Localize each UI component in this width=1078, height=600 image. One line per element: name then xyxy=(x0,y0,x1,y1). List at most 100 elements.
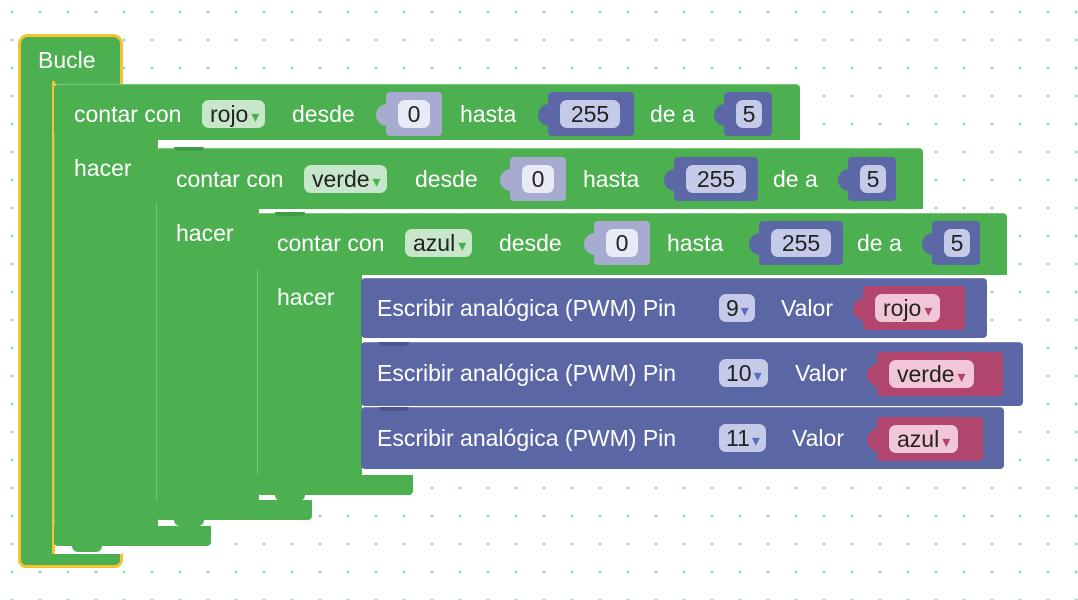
number-block-to-azul[interactable]: 255 xyxy=(759,221,843,265)
bucle-block[interactable]: Bucle xyxy=(18,34,123,568)
number-field-from-verde[interactable]: 0 xyxy=(522,165,554,193)
number-field-from-azul[interactable]: 0 xyxy=(606,229,638,257)
for-loop-azul-footer xyxy=(257,475,413,495)
for-loop-verde-arm xyxy=(156,203,259,513)
for-loop-azul-top-notch xyxy=(275,212,305,216)
chevron-down-icon: ▾ xyxy=(458,238,467,255)
for-loop-rojo-by-label: de a xyxy=(650,101,695,127)
number-field-to-verde[interactable]: 255 xyxy=(686,165,746,193)
pin-dropdown[interactable]: 11▾ xyxy=(719,424,766,452)
pin-dropdown[interactable]: 9▾ xyxy=(719,294,755,322)
chevron-down-icon: ▾ xyxy=(372,174,381,191)
number-block-from-azul[interactable]: 0 xyxy=(594,221,650,265)
number-block-to-rojo[interactable]: 255 xyxy=(548,92,634,136)
value-label: Valor xyxy=(792,425,844,451)
input-socket-icon xyxy=(922,233,934,255)
input-socket-icon xyxy=(867,364,879,386)
chevron-down-icon: ▾ xyxy=(751,433,760,450)
variable-dropdown[interactable]: rojo▾ xyxy=(875,294,941,322)
for-loop-rojo-do-label: hacer xyxy=(74,155,132,181)
for-loop-azul[interactable]: contar con azul▾ desde 0 hasta 255 de a … xyxy=(257,212,1007,501)
chevron-down-icon: ▾ xyxy=(957,369,966,386)
pwm-write-block[interactable]: Escribir analógica (PWM) Pin 10▾ Valor v… xyxy=(361,342,1023,406)
for-loop-rojo-footer xyxy=(54,526,211,546)
pwm-write-block[interactable]: Escribir analógica (PWM) Pin 9▾ Valor ro… xyxy=(361,278,987,338)
pin-dropdown-value: 10 xyxy=(726,360,752,386)
bucle-block-top xyxy=(18,34,123,84)
pwm-write-block[interactable]: Escribir analógica (PWM) Pin 11▾ Valor a… xyxy=(361,407,1004,469)
number-field-by-rojo[interactable]: 5 xyxy=(736,100,762,128)
input-socket-icon xyxy=(376,104,388,126)
for-loop-verde[interactable]: contar con verde▾ desde 0 hasta 255 de a… xyxy=(156,147,923,526)
chevron-down-icon: ▾ xyxy=(753,368,762,385)
for-loop-rojo-count-label: contar con xyxy=(74,101,182,127)
pwm-write-label: Escribir analógica (PWM) Pin xyxy=(377,425,677,451)
pwm-write-top-notch xyxy=(379,342,409,346)
for-loop-azul-do-label: hacer xyxy=(277,284,335,310)
for-loop-verde-top-notch xyxy=(174,147,204,151)
chevron-down-icon: ▾ xyxy=(740,303,749,320)
input-socket-icon xyxy=(867,429,879,451)
for-loop-azul-arm xyxy=(257,269,362,479)
for-loop-verde-connector xyxy=(174,520,204,526)
variable-block[interactable]: azul▾ xyxy=(877,417,983,461)
number-block-by-azul[interactable]: 5 xyxy=(932,221,980,265)
pwm-write-label: Escribir analógica (PWM) Pin xyxy=(377,295,677,321)
chevron-down-icon: ▾ xyxy=(924,303,933,320)
variable-dropdown[interactable]: verde▾ xyxy=(889,360,974,388)
for-loop-azul-count-label: contar con xyxy=(277,230,385,256)
for-loop-rojo[interactable]: contar con rojo▾ desde 0 hasta 255 de a … xyxy=(54,84,800,552)
chevron-down-icon: ▾ xyxy=(942,434,951,451)
for-loop-verde-from-label: desde xyxy=(415,166,478,192)
variable-dropdown-value: rojo xyxy=(883,295,922,321)
input-socket-icon xyxy=(500,169,512,191)
value-label: Valor xyxy=(795,360,847,386)
for-loop-rojo-arm xyxy=(54,134,158,542)
for-loop-verde-footer xyxy=(156,500,312,520)
variable-dropdown-azul-value: azul xyxy=(413,230,456,256)
bucle-title: Bucle xyxy=(38,47,96,73)
variable-dropdown-verde[interactable]: verde▾ xyxy=(304,165,387,193)
input-socket-icon xyxy=(664,169,676,191)
number-block-by-verde[interactable]: 5 xyxy=(848,157,896,201)
for-loop-rojo-from-label: desde xyxy=(292,101,355,127)
input-socket-icon xyxy=(714,104,726,126)
for-loop-rojo-connector xyxy=(72,546,102,552)
variable-dropdown-rojo[interactable]: rojo▾ xyxy=(202,100,266,128)
number-block-from-verde[interactable]: 0 xyxy=(510,157,566,201)
number-block-to-verde[interactable]: 255 xyxy=(674,157,758,201)
variable-dropdown-rojo-value: rojo xyxy=(210,101,249,127)
number-field-by-verde[interactable]: 5 xyxy=(860,165,886,193)
variable-dropdown[interactable]: azul▾ xyxy=(889,425,959,453)
pin-dropdown-value: 9 xyxy=(726,295,739,321)
for-loop-azul-by-label: de a xyxy=(857,230,902,256)
number-field-to-azul[interactable]: 255 xyxy=(771,229,831,257)
bucle-block-bottom xyxy=(18,554,123,568)
input-socket-icon xyxy=(749,233,761,255)
for-loop-azul-from-label: desde xyxy=(499,230,562,256)
variable-block[interactable]: rojo▾ xyxy=(863,286,965,330)
pin-dropdown[interactable]: 10▾ xyxy=(719,359,768,387)
input-socket-icon xyxy=(538,104,550,126)
number-field-from-rojo[interactable]: 0 xyxy=(398,100,430,128)
chevron-down-icon: ▾ xyxy=(251,109,260,126)
variable-block[interactable]: verde▾ xyxy=(877,352,1003,396)
number-field-to-rojo[interactable]: 255 xyxy=(560,100,620,128)
number-field-by-azul[interactable]: 5 xyxy=(944,229,970,257)
number-block-by-rojo[interactable]: 5 xyxy=(724,92,772,136)
input-socket-icon xyxy=(853,298,865,320)
variable-dropdown-value: azul xyxy=(897,426,940,452)
for-loop-azul-to-label: hasta xyxy=(667,230,724,256)
pwm-write-label: Escribir analógica (PWM) Pin xyxy=(377,360,677,386)
number-block-from-rojo[interactable]: 0 xyxy=(386,92,442,136)
for-loop-verde-do-label: hacer xyxy=(176,220,234,246)
input-socket-icon xyxy=(584,233,596,255)
variable-dropdown-azul[interactable]: azul▾ xyxy=(405,229,473,257)
for-loop-verde-to-label: hasta xyxy=(583,166,640,192)
variable-dropdown-verde-value: verde xyxy=(312,166,370,192)
for-loop-azul-connector xyxy=(275,495,305,501)
variable-dropdown-value: verde xyxy=(897,361,955,387)
for-loop-rojo-to-label: hasta xyxy=(460,101,517,127)
value-label: Valor xyxy=(781,295,833,321)
pin-dropdown-value: 11 xyxy=(726,425,750,451)
